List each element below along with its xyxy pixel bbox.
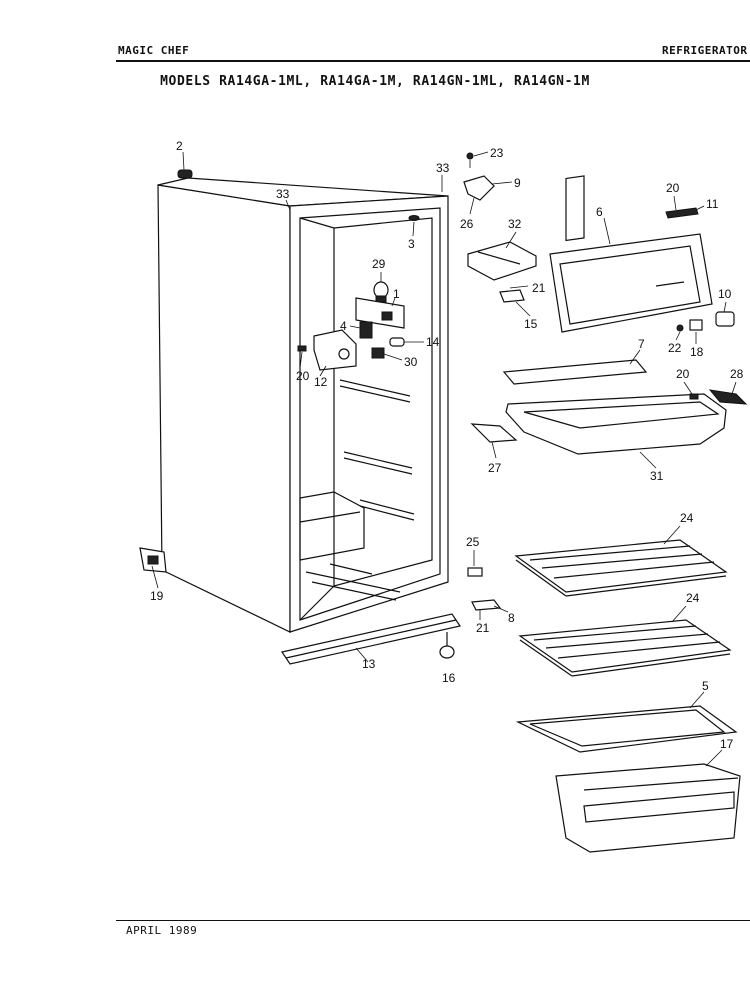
callout-21-lower: 21 xyxy=(476,621,490,635)
cabinet xyxy=(157,177,449,633)
callout-22: 22 xyxy=(668,341,682,355)
part-15-hinge-pin xyxy=(499,289,525,303)
callout-19: 19 xyxy=(150,589,164,603)
part-18-stop xyxy=(689,319,703,331)
callout-31: 31 xyxy=(650,469,664,483)
callout-26: 26 xyxy=(460,217,474,231)
part-10-latch xyxy=(715,311,735,327)
part-16-leveler xyxy=(439,632,455,659)
part-20-screw-left xyxy=(297,345,307,352)
part-25-bracket xyxy=(467,567,483,577)
callout-18: 18 xyxy=(690,345,704,359)
part-29-bulb xyxy=(373,281,389,303)
part-28-shelf-support-right xyxy=(708,389,748,405)
callout-29: 29 xyxy=(372,257,386,271)
callout-20-top: 20 xyxy=(666,181,680,195)
callout-17: 17 xyxy=(720,737,734,751)
callout-15: 15 xyxy=(524,317,538,331)
part-2-plug xyxy=(177,169,193,179)
callout-13: 13 xyxy=(362,657,376,671)
callout-25: 25 xyxy=(466,535,480,549)
part-27-shelf-support-left xyxy=(470,423,518,443)
part-5-crisper-cover xyxy=(515,705,738,753)
callout-23: 23 xyxy=(490,146,504,160)
callout-1: 1 xyxy=(393,287,400,301)
part-4-switch xyxy=(359,321,373,339)
callout-14: 14 xyxy=(426,335,440,349)
callout-9: 9 xyxy=(514,176,521,190)
models-title: MODELS RA14GA-1ML, RA14GA-1M, RA14GN-1ML… xyxy=(160,74,590,89)
part-3-clip xyxy=(408,215,420,221)
callout-3: 3 xyxy=(408,237,415,251)
part-30-connector xyxy=(371,347,385,359)
callout-32: 32 xyxy=(508,217,522,231)
part-31-freezer-shelf xyxy=(505,393,727,455)
callout-20-left: 20 xyxy=(296,369,310,383)
callout-21-upper: 21 xyxy=(532,281,546,295)
part-13-grille xyxy=(281,613,461,665)
date-label: APRIL 1989 xyxy=(126,924,198,937)
part-7-drip-tray xyxy=(502,359,648,385)
leader-lines xyxy=(151,151,737,767)
part-9-bracket xyxy=(463,175,495,201)
category-label: REFRIGERATOR xyxy=(662,44,748,57)
callout-20-right: 20 xyxy=(676,367,690,381)
part-19-hinge xyxy=(139,547,167,573)
callout-12: 12 xyxy=(314,375,328,389)
part-11-handle xyxy=(665,207,699,219)
brand-label: MAGIC CHEF xyxy=(118,44,190,57)
part-12-control-housing xyxy=(313,329,357,371)
part-8-bracket xyxy=(471,599,502,611)
callout-2: 2 xyxy=(176,139,183,153)
footer-rule xyxy=(116,920,750,921)
callout-24-lower: 24 xyxy=(686,591,700,605)
callout-4: 4 xyxy=(340,319,347,333)
callout-28: 28 xyxy=(730,367,744,381)
callout-7: 7 xyxy=(638,337,645,351)
callout-24-upper: 24 xyxy=(680,511,694,525)
header-rule xyxy=(116,60,750,62)
part-6-freezer-door xyxy=(549,175,713,333)
part-17-crisper-drawer xyxy=(555,763,741,853)
part-24-wire-shelf-upper xyxy=(514,539,728,597)
callout-27: 27 xyxy=(488,461,502,475)
callout-33-top: 33 xyxy=(436,161,450,175)
callout-5: 5 xyxy=(702,679,709,693)
callout-16: 16 xyxy=(442,671,456,685)
part-22-screw xyxy=(676,324,684,332)
callout-33-left: 33 xyxy=(276,187,290,201)
callout-11: 11 xyxy=(706,197,719,211)
part-14-knob xyxy=(389,337,405,347)
callout-30: 30 xyxy=(404,355,418,369)
callout-8: 8 xyxy=(508,611,515,625)
part-20-screw-right xyxy=(689,393,699,400)
callout-labels: 2 33 33 23 9 26 3 32 6 20 11 29 1 21 10 … xyxy=(150,139,744,751)
part-21-pin-upper xyxy=(509,285,529,289)
part-32-ice-tray xyxy=(467,241,537,281)
callout-10: 10 xyxy=(718,287,732,301)
callout-6: 6 xyxy=(596,205,603,219)
part-24-wire-shelf-lower xyxy=(518,619,732,677)
part-23-screw xyxy=(466,152,474,168)
